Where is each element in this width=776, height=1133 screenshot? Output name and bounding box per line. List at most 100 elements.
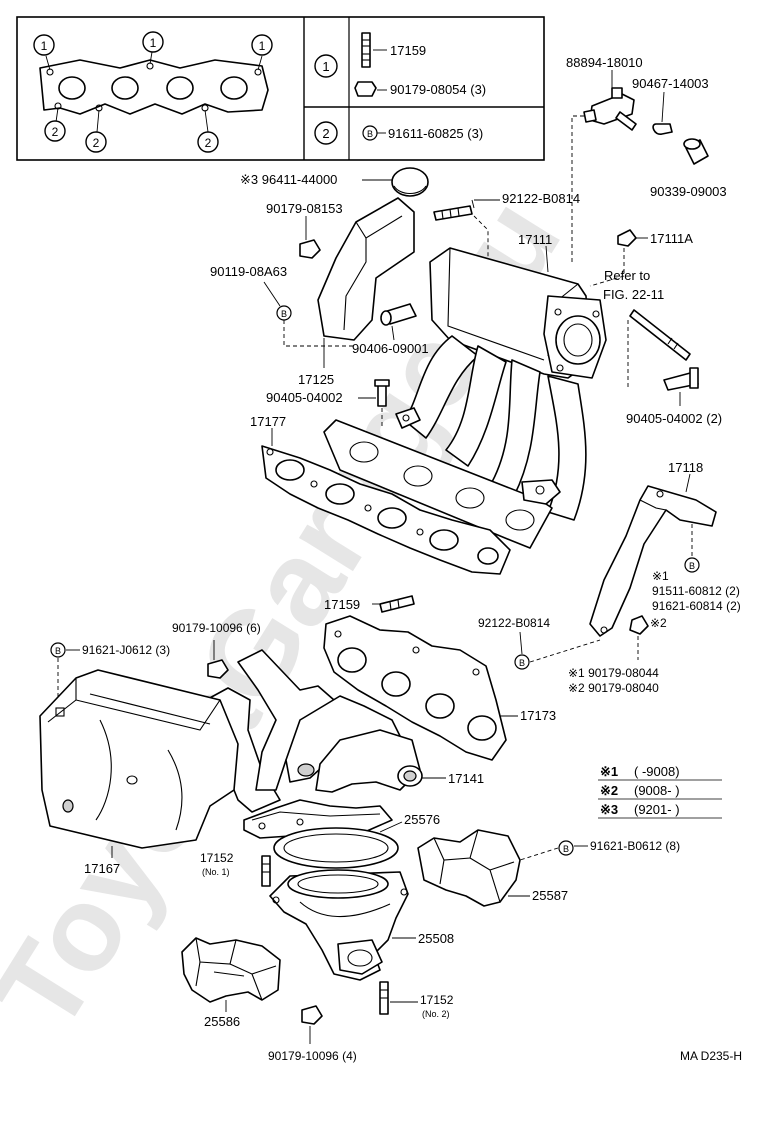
callout-b-90119: B [276, 305, 292, 321]
catalytic-converter-25508 [269, 869, 409, 981]
svg-text:2: 2 [205, 136, 212, 150]
label-90179-08040: ※2 90179-08040 [568, 681, 659, 695]
label-90179-08153: 90179-08153 [266, 201, 343, 216]
label-17118: 17118 [668, 460, 703, 475]
marker-2-right: 2 [197, 131, 219, 153]
legend-row2-badge: B [362, 125, 378, 141]
svg-text:B: B [367, 129, 373, 139]
bolt-90405-right [663, 367, 699, 391]
label-91621-B0612: 91621-B0612 (8) [590, 839, 680, 853]
heat-insulator-25586 [181, 937, 281, 1003]
plug-96411 [391, 167, 429, 197]
label-25587: 25587 [532, 888, 568, 903]
nut-90179-08153 [299, 239, 321, 259]
label-17152-no2-sub: (No. 2) [422, 1009, 450, 1019]
label-refer-to: Refer to [604, 268, 650, 283]
legend-box: 1 1 1 2 2 2 1 2 17159 90179-08054 (3) B … [16, 16, 545, 161]
gasket-25576 [273, 827, 399, 869]
date-note-3-range: (9201- ) [634, 802, 680, 817]
marker-2-mid: 2 [85, 131, 107, 153]
label-note1-mark: ※1 [652, 569, 669, 583]
marker-1-left: 1 [33, 34, 55, 56]
label-25576: 25576 [404, 812, 440, 827]
label-17177: 17177 [250, 414, 286, 429]
bolt-17111A [617, 229, 637, 247]
svg-text:2: 2 [52, 125, 59, 139]
label-17125: 17125 [298, 372, 334, 387]
heat-insulator-25587 [417, 829, 521, 907]
svg-text:1: 1 [322, 59, 329, 74]
label-90179-10096-6: 90179-10096 (6) [172, 621, 261, 635]
vacuum-switch-valve [583, 87, 637, 131]
date-note-1-range: ( -9008) [634, 764, 680, 779]
label-25508: 25508 [418, 931, 454, 946]
bracket-17118 [589, 485, 717, 637]
label-96411-44000: ※3 96411-44000 [240, 172, 337, 187]
label-17111: 17111 [518, 232, 552, 247]
date-note-3-mark: ※3 [600, 802, 618, 817]
stud-17152-no2 [379, 981, 389, 1015]
svg-text:B: B [689, 561, 695, 571]
label-90467-14003: 90467-14003 [632, 76, 709, 91]
svg-text:1: 1 [259, 39, 266, 53]
diagram-code: MA D235-H [680, 1049, 742, 1063]
label-92122-B0814-upper: 92122-B0814 [502, 191, 580, 206]
bolt-90405-left [374, 379, 390, 407]
label-91621-J0612: 91621-J0612 (3) [82, 643, 170, 657]
bracket-17125 [317, 197, 415, 341]
nut-icon [354, 81, 377, 97]
svg-text:B: B [563, 844, 569, 854]
label-90179-10096-4: 90179-10096 (4) [268, 1049, 357, 1063]
label-17111A: 17111A [650, 231, 693, 246]
label-17141: 17141 [448, 771, 484, 786]
intake-manifold-17111 [323, 247, 607, 549]
stud-right-long [629, 309, 691, 361]
label-91511-60812: 91511-60812 (2) [652, 584, 740, 598]
svg-text:2: 2 [93, 136, 100, 150]
callout-b-91621-J0612: B [50, 642, 66, 658]
label-17167: 17167 [84, 861, 120, 876]
stud-icon [361, 32, 371, 68]
label-90405-04002-left: 90405-04002 [266, 390, 343, 405]
label-mark2: ※2 [650, 616, 667, 630]
label-17152-no1-sub: (No. 1) [202, 867, 230, 877]
gasket-17173 [323, 615, 507, 761]
svg-text:B: B [519, 658, 525, 668]
date-note-2-range: (9008- ) [634, 783, 680, 798]
hose-clamp [652, 123, 673, 135]
label-17173: 17173 [520, 708, 556, 723]
label-92122-B0814-lower: 92122-B0814 [478, 616, 550, 630]
legend-row1-marker: 1 [314, 54, 338, 78]
marker-1-center: 1 [142, 31, 164, 53]
svg-text:B: B [281, 309, 287, 319]
legend-row1-item2: 90179-08054 (3) [390, 82, 486, 97]
label-fig-22-11: FIG. 22-11 [603, 287, 664, 302]
date-note-2-mark: ※2 [600, 783, 618, 798]
vacuum-hose-cap [683, 138, 709, 165]
label-91621-60814: 91621-60814 (2) [652, 599, 741, 613]
label-90406-09001: 90406-09001 [352, 341, 429, 356]
label-17152-no2: 17152 [420, 993, 454, 1007]
nut-bracket [629, 615, 649, 635]
svg-text:1: 1 [150, 36, 157, 50]
legend-row1-item1: 17159 [390, 43, 426, 58]
label-90119-08A63: 90119-08A63 [210, 264, 287, 279]
label-25586: 25586 [204, 1014, 240, 1029]
gasket-thumbnail [39, 51, 269, 133]
label-90339-09003: 90339-09003 [650, 184, 727, 199]
callout-b-17118: B [684, 557, 700, 573]
date-note-1-mark: ※1 [600, 764, 618, 779]
label-17159: 17159 [324, 597, 360, 612]
heat-insulator-17167 [39, 669, 239, 849]
stud-92122-upper [433, 205, 473, 221]
nut-90179-10096-6 [207, 659, 229, 679]
legend-row2-item1: 91611-60825 (3) [388, 126, 483, 141]
legend-row2-marker: 2 [314, 121, 338, 145]
sleeve-90406 [380, 303, 417, 326]
gasket-17177 [261, 445, 511, 575]
label-90179-08044: ※1 90179-08044 [568, 666, 659, 680]
nut-90179-10096-4 [301, 1005, 323, 1025]
date-notes: ※1 ( -9008) ※2 (9008- ) ※3 (9201- ) [598, 764, 722, 819]
label-90405-04002-right: 90405-04002 (2) [626, 411, 722, 426]
